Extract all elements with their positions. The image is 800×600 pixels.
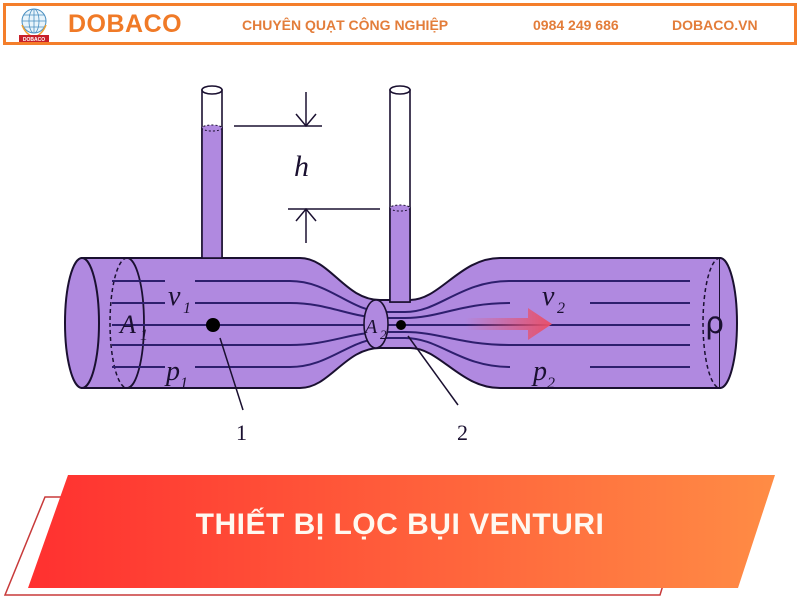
svg-text:1: 1 [180,375,188,392]
point-1-marker [206,318,220,332]
a2-throat-section [363,299,389,349]
svg-text:2: 2 [380,327,387,342]
point-2-marker [396,320,406,330]
pressure1-label: p [164,356,180,387]
velocity1-label: v [168,281,181,312]
height-dimension [234,92,380,243]
area2-label: A [363,316,378,338]
height-label: h [294,150,309,183]
svg-text:1: 1 [140,327,148,344]
area1-label: A [118,310,136,339]
velocity2-label: v [542,281,555,312]
svg-text:1: 1 [183,300,191,317]
svg-text:2: 2 [547,375,555,392]
point-1-label: 1 [236,420,247,445]
manometer-tube-2 [389,85,411,303]
header-bar: DOBACO DOBACO CHUYÊN QUẠT CÔNG NGHIỆP 09… [3,3,797,45]
tagline: CHUYÊN QUẠT CÔNG NGHIỆP [242,17,449,33]
density-label: ρ [705,306,724,341]
banner-background [28,475,775,588]
banner-title: THIẾT BỊ LỌC BỤI VENTURI [195,508,605,541]
outlet-end-cap [719,257,738,389]
flow-direction-arrow-icon [465,308,552,340]
globe-logo-icon: DOBACO [19,8,49,43]
venturi-diagram: h A 1 v 1 p 1 A 2 v 2 p 2 ρ 1 2 [64,85,738,445]
pressure2-label: p [531,356,547,387]
point-2-label: 2 [457,420,468,445]
website-link[interactable]: DOBACO.VN [672,17,758,33]
phone-number[interactable]: 0984 249 686 [533,17,619,33]
brand-name: DOBACO [68,10,183,38]
a1-section-back [109,257,128,389]
svg-text:DOBACO: DOBACO [23,37,45,43]
manometer-tube-1 [201,85,223,259]
svg-text:2: 2 [557,300,565,317]
a1-section-front [126,257,145,389]
inlet-end-cap [64,257,100,389]
title-banner [3,475,775,596]
